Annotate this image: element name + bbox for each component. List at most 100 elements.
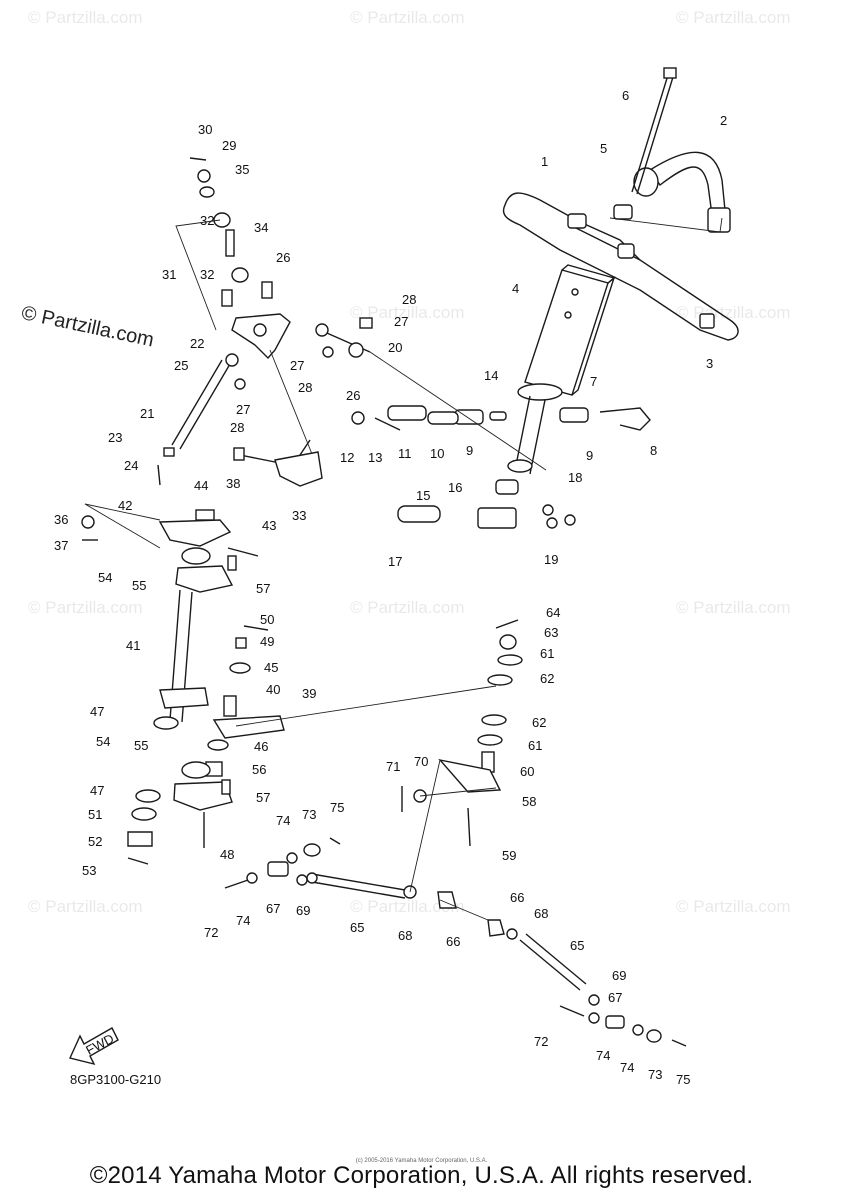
washer [135,789,161,803]
long-bolt [631,67,677,195]
nut [351,411,365,425]
callout-number: 71 [386,759,400,774]
rod-end [225,353,239,367]
housing [175,565,234,593]
callout-number: 16 [448,480,462,495]
link-arm [397,505,441,523]
cotter-pin [189,157,207,161]
callout-number: 47 [90,783,104,798]
bolt [227,555,237,571]
callout-number: 72 [204,925,218,940]
washer [199,186,215,198]
washer [588,1012,600,1024]
watermark: © Partzilla.com [28,598,143,617]
steering-shaft [507,383,563,475]
bolt [221,779,231,795]
callout-number: 64 [546,605,560,620]
callout-number: 17 [388,554,402,569]
callout-number: 7 [590,374,597,389]
nut [542,504,554,516]
grease-nipple [157,464,161,486]
washer [477,734,503,746]
tie-rod [311,873,406,899]
cotter-pin [127,857,149,865]
cotter-pin [495,619,519,629]
callout-number: 39 [302,686,316,701]
steering-arm [212,715,285,739]
callout-number: 74 [620,1060,634,1075]
handlebar-clamp [567,213,587,229]
callout-number: 4 [512,281,519,296]
watermark: © Partzilla.com [350,8,465,27]
bracket [274,451,323,487]
callout-number: 27 [394,314,408,329]
callout-number: 32 [200,213,214,228]
callout-number: 41 [126,638,140,653]
callout-number: 70 [414,754,428,769]
callout-number: 40 [266,682,280,697]
callout-number: 9 [586,448,593,463]
callout-number: 15 [416,488,430,503]
callout-number: 55 [132,578,146,593]
watermark: © Partzilla.com [350,598,465,617]
callout-number: 50 [260,612,274,627]
tie-rod [519,933,587,991]
ball-joint [605,1015,625,1029]
callout-number: 34 [254,220,268,235]
nut [564,514,576,526]
bolt [467,807,471,847]
callout-number: 67 [266,901,280,916]
callout-number: 56 [252,762,266,777]
watermark: © Partzilla.com [28,8,143,27]
callout-number: 31 [162,267,176,282]
callout-number: 13 [368,450,382,465]
bearing [181,761,211,779]
callout-number: 63 [544,625,558,640]
bracket [299,439,311,456]
callout-number: 14 [484,368,498,383]
callout-number: 58 [522,794,536,809]
callout-number: 2 [720,113,727,128]
callout-number: 42 [118,498,132,513]
bolt [699,313,715,329]
washer [497,654,523,666]
nut [235,637,247,649]
ball-joint [267,861,289,877]
upper-arm-bracket [221,281,291,360]
nut [296,874,308,886]
callout-number: 47 [90,704,104,719]
callout-number: 10 [430,446,444,461]
callout-number: 74 [276,813,290,828]
nut [234,378,246,390]
callout-number: 62 [532,715,546,730]
callout-number: 8 [650,443,657,458]
nut [499,634,517,650]
bolt [559,1005,585,1017]
watermark: © Partzilla.com [28,897,143,916]
ball-joint [437,891,457,909]
callout-number: 72 [534,1034,548,1049]
fwd-label: FWD [83,1031,116,1058]
callout-number: 27 [290,358,304,373]
nut [588,994,600,1006]
callout-number: 11 [398,446,412,461]
callout-number: 36 [54,512,68,527]
callout-number: 28 [230,420,244,435]
callout-number: 5 [600,141,607,156]
nut [506,928,518,940]
collar [223,695,237,717]
callout-number: 75 [330,800,344,815]
small-credit: (c) 2005-2016 Yamaha Motor Corporation, … [355,1158,488,1164]
nut [303,843,321,857]
watermark: © Partzilla.com [676,598,791,617]
callout-number: 6 [622,88,629,103]
rod-end [348,342,364,358]
callout-number: 29 [222,138,236,153]
block [477,507,517,529]
pin [225,229,235,257]
callout-number: 22 [190,336,204,351]
watermark: © Partzilla.com [350,897,465,916]
callout-number: 37 [54,538,68,553]
handlebar-clamp [617,243,635,259]
callout-number: 20 [388,340,402,355]
